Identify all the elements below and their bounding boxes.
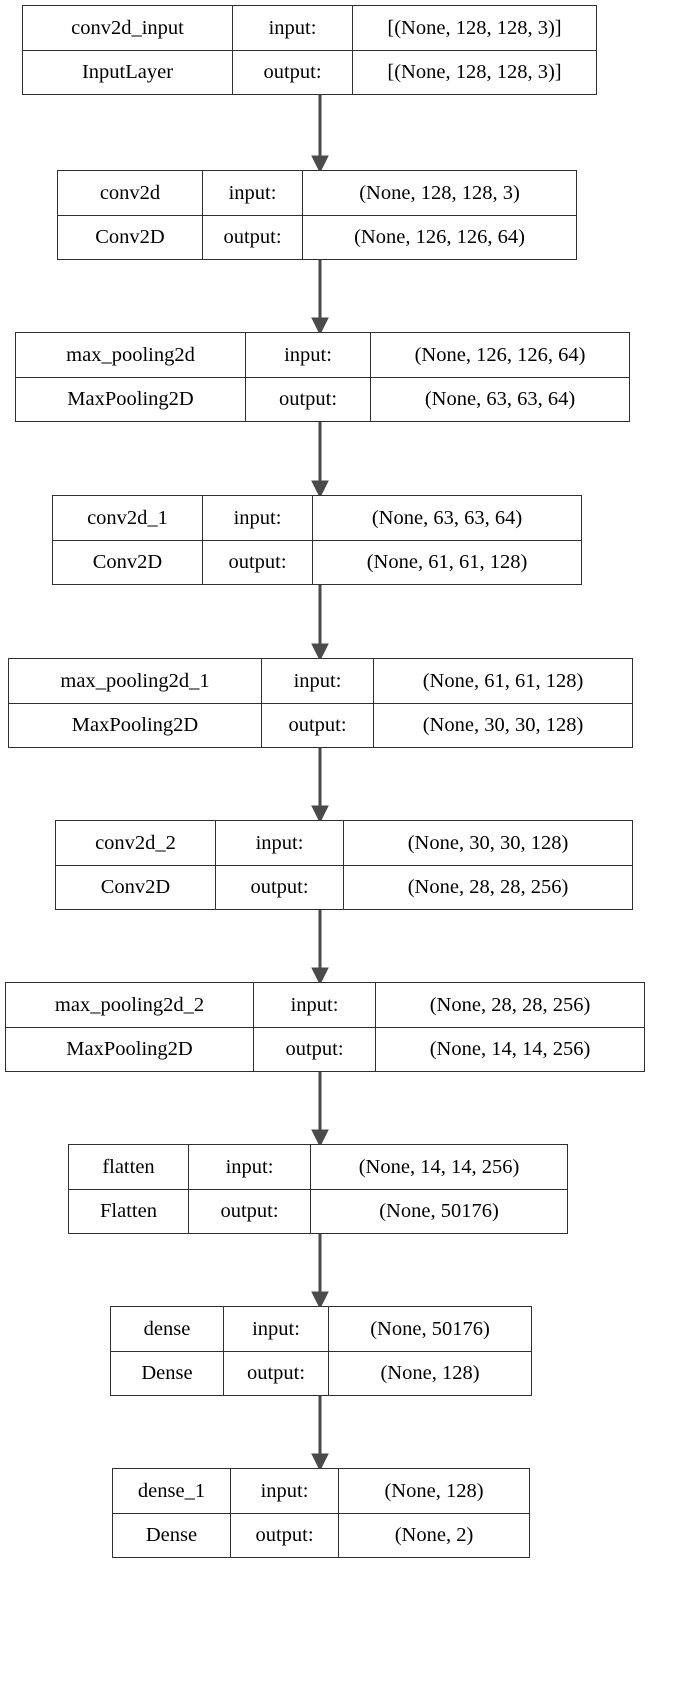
layer-conv2d_2-name: conv2d_2 [56,821,216,865]
layer-conv2d_1-output-label: output: [203,540,313,584]
layer-max_pooling2d-class: MaxPooling2D [16,377,246,421]
layer-max_pooling2d_2-class: MaxPooling2D [6,1027,254,1071]
layer-max_pooling2d_2-input-shape: (None, 28, 28, 256) [429,993,591,1016]
layer-dense-output-label: output: [224,1351,329,1395]
layer-max_pooling2d_1-output-shape: (None, 30, 30, 128) [422,714,584,736]
layer-conv2d_input-output-label: output: [233,50,353,94]
layer-conv2d-output-shape: (None, 126, 126, 64) [354,226,525,248]
layer-dense-output-shape: (None, 128) [380,1362,480,1384]
layer-max_pooling2d_2-output-label: output: [254,1027,376,1071]
layer-dense_1-output-shape: (None, 2) [394,1524,474,1546]
layer-dense_1-class: Dense [113,1513,231,1557]
layer-flatten-input-shape: (None, 14, 14, 256) [358,1155,520,1178]
layer-conv2d-input-label: input: [203,171,303,215]
layer-max_pooling2d_2-name: max_pooling2d_2 [6,983,254,1027]
layer-conv2d_2-input-shape: (None, 30, 30, 128) [407,831,569,854]
layer-max_pooling2d_2-output-shape: (None, 14, 14, 256) [429,1038,591,1060]
layer-max_pooling2d-name: max_pooling2d [16,333,246,377]
layer-conv2d_2-output-label: output: [216,865,344,909]
layer-flatten-output-shape: (None, 50176) [379,1200,499,1222]
layer-dense-input-label: input: [224,1307,329,1351]
layer-max_pooling2d-input-shape: (None, 126, 126, 64) [414,343,586,366]
layer-flatten-class: Flatten [69,1189,189,1233]
layer-conv2d-name: conv2d [58,171,203,215]
layer-conv2d_input-output-shape: [(None, 128, 128, 3)] [387,61,562,83]
edge-conv2d-to-max_pooling2d [311,246,329,336]
layer-conv2d_input-input-shape: [(None, 128, 128, 3)] [387,16,562,39]
layer-conv2d_1-input-label: input: [203,496,313,540]
layer-dense_1-input-shape: (None, 128) [384,1479,484,1502]
layer-max_pooling2d-output-shape: (None, 63, 63, 64) [424,388,576,410]
layer-conv2d_1-name: conv2d_1 [53,496,203,540]
layer-conv2d_1-input-shape: (None, 63, 63, 64) [371,506,523,529]
edge-dense-to-dense_1 [311,1382,329,1472]
layer-conv2d_1-class: Conv2D [53,540,203,584]
layer-flatten-name: flatten [69,1145,189,1189]
layer-conv2d_input-name: conv2d_input [23,6,233,50]
layer-flatten-input-label: input: [189,1145,311,1189]
layer-max_pooling2d_1-input-label: input: [262,659,374,703]
layer-dense-class: Dense [111,1351,224,1395]
layer-conv2d_2-class: Conv2D [56,865,216,909]
layer-max_pooling2d_2-input-label: input: [254,983,376,1027]
layer-flatten-output-label: output: [189,1189,311,1233]
layer-max_pooling2d_1-name: max_pooling2d_1 [9,659,262,703]
edge-conv2d_1-to-max_pooling2d_1 [311,571,329,662]
layer-dense-input-shape: (None, 50176) [370,1317,490,1340]
edge-max_pooling2d_2-to-flatten [311,1058,329,1148]
layer-max_pooling2d_1-output-label: output: [262,703,374,747]
layer-conv2d-class: Conv2D [58,215,203,259]
layer-dense_1-input-label: input: [231,1469,339,1513]
edge-conv2d_input-to-conv2d [311,81,329,174]
layer-max_pooling2d_1-input-shape: (None, 61, 61, 128) [422,669,584,692]
layer-dense_1-name: dense_1 [113,1469,231,1513]
edge-conv2d_2-to-max_pooling2d_2 [311,896,329,986]
edge-max_pooling2d_1-to-conv2d_2 [311,734,329,824]
layer-conv2d-input-shape: (None, 128, 128, 3) [359,181,520,204]
layer-conv2d_1-output-shape: (None, 61, 61, 128) [366,551,528,573]
layer-max_pooling2d-input-label: input: [246,333,371,377]
layer-max_pooling2d-output-label: output: [246,377,371,421]
layer-conv2d_2-input-label: input: [216,821,344,865]
layer-conv2d_2-output-shape: (None, 28, 28, 256) [407,876,569,898]
layer-conv2d_input-class: InputLayer [23,50,233,94]
layer-conv2d_input-input-label: input: [233,6,353,50]
edge-max_pooling2d-to-conv2d_1 [311,408,329,499]
layer-dense_1-output-label: output: [231,1513,339,1557]
layer-max_pooling2d_1-class: MaxPooling2D [9,703,262,747]
layer-conv2d-output-label: output: [203,215,303,259]
layer-dense-name: dense [111,1307,224,1351]
edge-flatten-to-dense [311,1220,329,1310]
